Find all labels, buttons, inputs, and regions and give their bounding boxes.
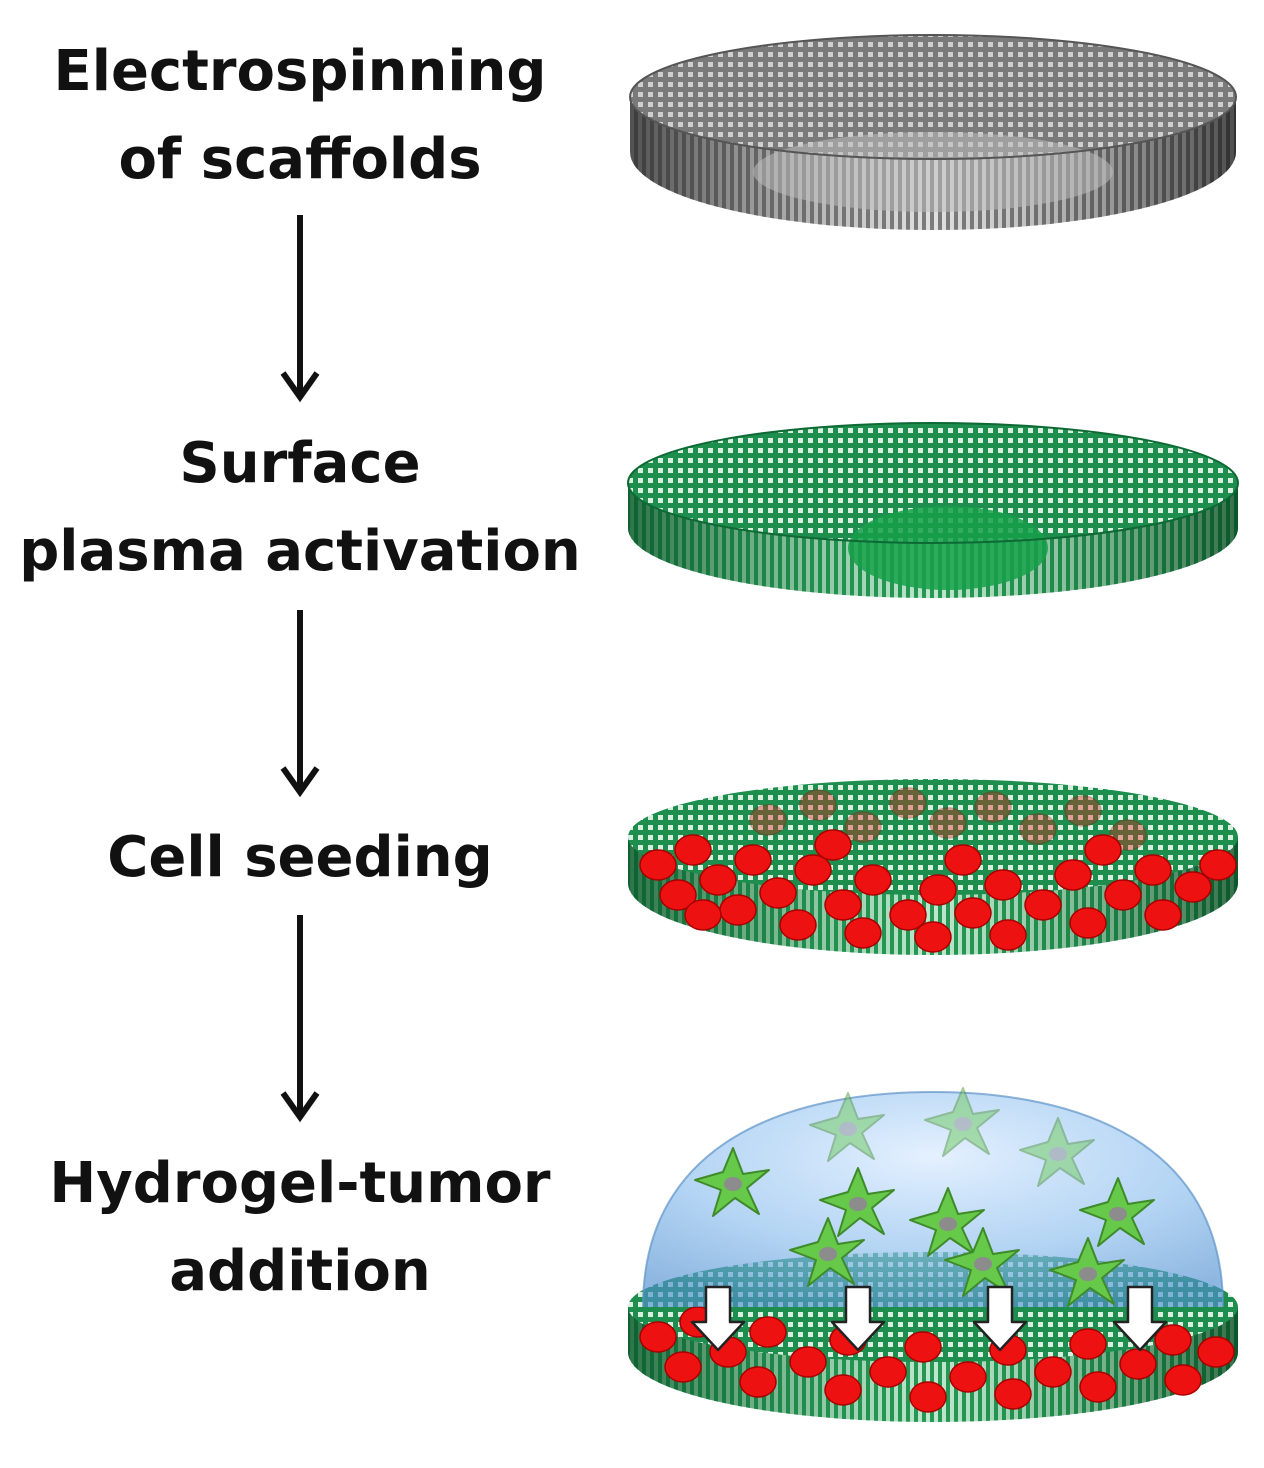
cell-cluster-icon <box>628 779 1238 955</box>
step-label-hydrogel-addition: Hydrogel-tumor addition <box>0 1140 600 1316</box>
step-label-line: Hydrogel-tumor <box>49 1151 551 1216</box>
step-label-electrospinning: Electrospinning of scaffolds <box>0 28 600 204</box>
step-label-line: Cell seeding <box>107 825 493 890</box>
down-arrow-icon <box>280 610 320 798</box>
step-label-surface-activation: Surface plasma activation <box>0 420 600 596</box>
step-label-line: Electrospinning <box>53 39 547 104</box>
down-arrow-icon <box>280 215 320 403</box>
activated-scaffold-icon <box>627 422 1239 598</box>
step-label-line: plasma activation <box>19 519 581 584</box>
step-label-line: of scaffolds <box>118 127 482 192</box>
scaffold-disc-icon <box>629 34 1237 230</box>
step-label-cell-seeding: Cell seeding <box>0 814 600 902</box>
step-label-line: Surface <box>179 431 421 496</box>
step-label-line: addition <box>169 1239 431 1304</box>
hydrogel-dome-icon <box>628 1087 1238 1422</box>
down-arrow-icon <box>280 915 320 1123</box>
